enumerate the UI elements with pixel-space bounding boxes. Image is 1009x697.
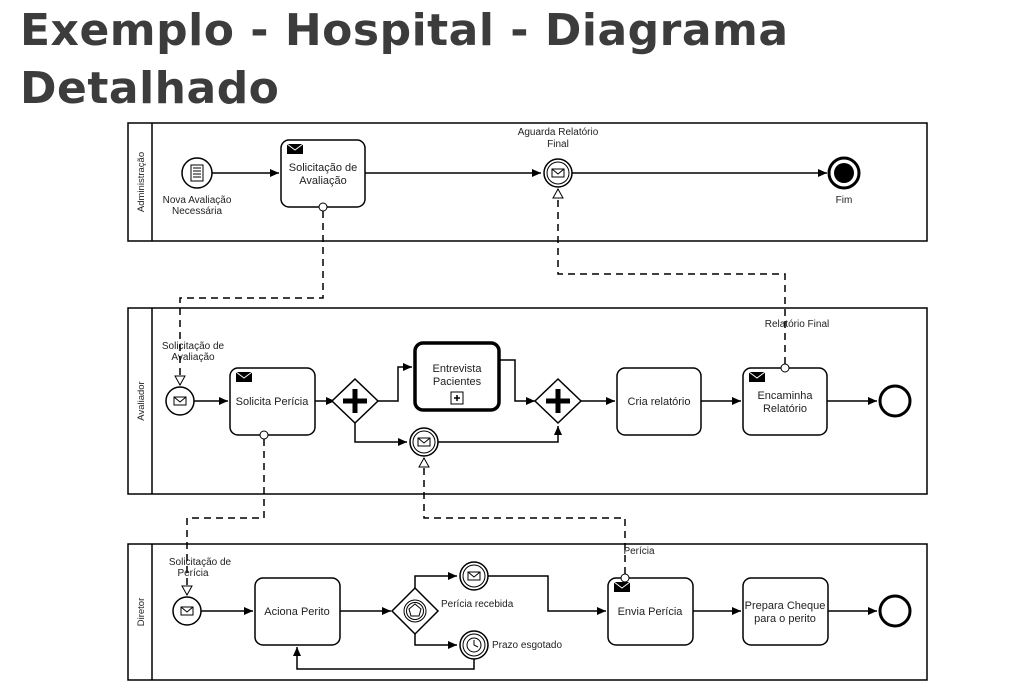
start-event-label-line2: Necessária	[172, 206, 222, 217]
task-label-line2: Relatório	[763, 403, 807, 415]
pentagon-icon	[408, 603, 422, 617]
send-message-icon	[286, 143, 304, 155]
avaliador-start-label-line1: Solicitação de	[162, 341, 225, 352]
envelope-icon	[417, 437, 431, 447]
sequence-flow	[414, 572, 457, 588]
parallel-gateway-join[interactable]	[533, 377, 583, 425]
sequence-flow	[293, 647, 475, 670]
task-encaminha-relatorio[interactable]: Encaminha Relatório	[742, 363, 828, 436]
pool-label-diretor: Diretor	[136, 598, 147, 627]
catch-event-label-line2: Final	[547, 139, 569, 150]
expand-plus-icon[interactable]	[450, 391, 464, 405]
document-icon	[190, 164, 204, 182]
message-flow-solicitacao-pericia	[181, 439, 265, 597]
message-flow-source	[620, 573, 630, 583]
message-flow-source	[780, 363, 790, 373]
subprocess-label-line2: Pacientes	[433, 376, 482, 388]
task-aciona-perito[interactable]: Aciona Perito	[254, 577, 341, 646]
message-flow-label-pericia: Perícia	[623, 546, 655, 557]
send-message-icon	[235, 371, 253, 383]
task-label-line1: Encaminha	[757, 390, 813, 402]
clock-icon	[466, 637, 482, 653]
subprocess-label-line1: Entrevista	[433, 363, 483, 375]
envelope-icon	[173, 396, 187, 406]
task-label-line1: Prepara Cheque	[745, 600, 826, 612]
message-flow-label-relatorio-final: Relatório Final	[765, 319, 829, 330]
catch-event-aguarda-relatorio[interactable]	[543, 158, 573, 188]
sequence-flow	[488, 575, 606, 615]
avaliador-start-label-line2: Avaliação	[171, 352, 215, 363]
task-label: Envia Perícia	[618, 606, 684, 618]
task-cria-relatorio[interactable]: Cria relatório	[616, 367, 702, 436]
diretor-start-label-line1: Solicitação de	[169, 557, 232, 568]
envelope-icon	[467, 571, 481, 581]
catch-event-pericia[interactable]	[409, 427, 439, 457]
end-event-diretor[interactable]	[878, 594, 912, 628]
page-title: Exemplo - Hospital - Diagrama Detalhado	[20, 5, 789, 114]
sequence-flow	[438, 426, 562, 443]
task-label-line1: Solicitação de	[289, 162, 358, 174]
task-label: Solicita Perícia	[236, 396, 310, 408]
message-flow-source	[259, 430, 269, 440]
task-label-line2: Avaliação	[299, 175, 347, 187]
send-message-icon	[613, 581, 631, 593]
event-label-prazo-esgotado: Prazo esgotado	[492, 640, 562, 651]
task-solicitacao-avaliacao[interactable]: Solicitação de Avaliação	[280, 139, 366, 212]
start-event-nova-avaliacao[interactable]	[181, 157, 213, 189]
timer-event-prazo-esgotado[interactable]	[459, 630, 489, 660]
event-based-gateway[interactable]	[390, 586, 440, 636]
diretor-start-label-line2: Perícia	[177, 568, 209, 579]
end-event-label: Fim	[836, 195, 853, 206]
send-message-icon	[748, 371, 766, 383]
end-event-avaliador[interactable]	[878, 384, 912, 418]
task-envia-pericia[interactable]: Envia Perícia	[607, 573, 694, 646]
task-label: Aciona Perito	[264, 606, 329, 618]
event-label-pericia-recebida: Perícia recebida	[441, 599, 514, 610]
sequence-flow	[354, 423, 407, 446]
end-event-fim[interactable]	[827, 156, 861, 190]
message-flow-pericia	[418, 456, 626, 574]
parallel-gateway-split[interactable]	[330, 377, 380, 425]
sequence-flow	[378, 363, 412, 402]
start-event-solicitacao-pericia[interactable]	[172, 596, 202, 626]
envelope-icon	[551, 168, 565, 178]
message-flow-source	[318, 202, 328, 212]
sequence-flow	[414, 634, 457, 649]
pool-label-administracao: Administração	[136, 152, 147, 212]
pool-label-avaliador: Avaliador	[136, 381, 147, 420]
start-event-solicitacao-avaliacao[interactable]	[165, 386, 195, 416]
message-flow-solicitacao-avaliacao	[174, 211, 324, 387]
catch-event-pericia-recebida[interactable]	[459, 561, 489, 591]
start-event-label-line1: Nova Avaliação	[163, 195, 232, 206]
task-solicita-pericia[interactable]: Solicita Perícia	[229, 367, 316, 440]
task-label: Cria relatório	[628, 396, 691, 408]
task-prepara-cheque[interactable]: Prepara Cheque para o perito	[742, 577, 829, 646]
task-label-line2: para o perito	[754, 613, 816, 625]
pool-administracao: Administração	[127, 122, 928, 242]
catch-event-label-line1: Aguarda Relatório	[518, 127, 599, 138]
subprocess-entrevista-pacientes[interactable]: Entrevista Pacientes	[413, 341, 501, 412]
envelope-icon	[180, 606, 194, 616]
sequence-flow	[499, 359, 535, 405]
